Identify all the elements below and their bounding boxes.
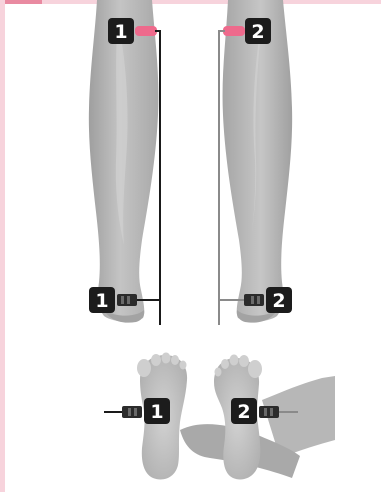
left-foot-clip [122, 406, 142, 418]
right-ankle-clip-ridge [251, 296, 254, 304]
right-ankle-clip-ridge [257, 296, 260, 304]
badge-foot-right: 2 [231, 398, 257, 424]
left-ankle-clip-ridge [121, 296, 124, 304]
right-big-toe [248, 360, 262, 378]
left-foot-clip-ridge [134, 408, 137, 416]
left-toe [171, 355, 179, 365]
right-foot-clip-ridge [264, 408, 267, 416]
badge-calf-left: 1 [108, 18, 134, 44]
badge-foot-right-label: 2 [237, 401, 250, 423]
left-ankle-clip-ridge [127, 296, 130, 304]
left-foot-clip-ridge [128, 408, 131, 416]
right-toe [230, 355, 239, 366]
left-toe [162, 353, 171, 364]
right-toe [239, 355, 249, 367]
legs-rear-view [89, 0, 292, 323]
electrode-band-icon [135, 26, 245, 36]
left-calf-electrode [135, 26, 157, 36]
left-big-toe [137, 359, 151, 377]
right-toe [215, 368, 222, 377]
badge-foot-left: 1 [144, 398, 170, 424]
badge-foot-left-label: 1 [150, 401, 163, 423]
right-calf-electrode [223, 26, 245, 36]
right-foot-clip [259, 406, 279, 418]
right-toe [221, 359, 229, 369]
badge-ankle-left-label: 1 [95, 290, 108, 312]
right-leg [223, 0, 293, 322]
right-foot-clip-ridge [270, 408, 273, 416]
badge-calf-left-label: 1 [114, 21, 127, 43]
badge-calf-right: 2 [245, 18, 271, 44]
left-toe [180, 361, 187, 370]
badge-calf-right-label: 2 [251, 21, 264, 43]
badge-ankle-left: 1 [89, 287, 115, 313]
badge-ankle-right-label: 2 [272, 290, 285, 312]
badge-ankle-right: 2 [266, 287, 292, 313]
left-toe [151, 354, 161, 366]
